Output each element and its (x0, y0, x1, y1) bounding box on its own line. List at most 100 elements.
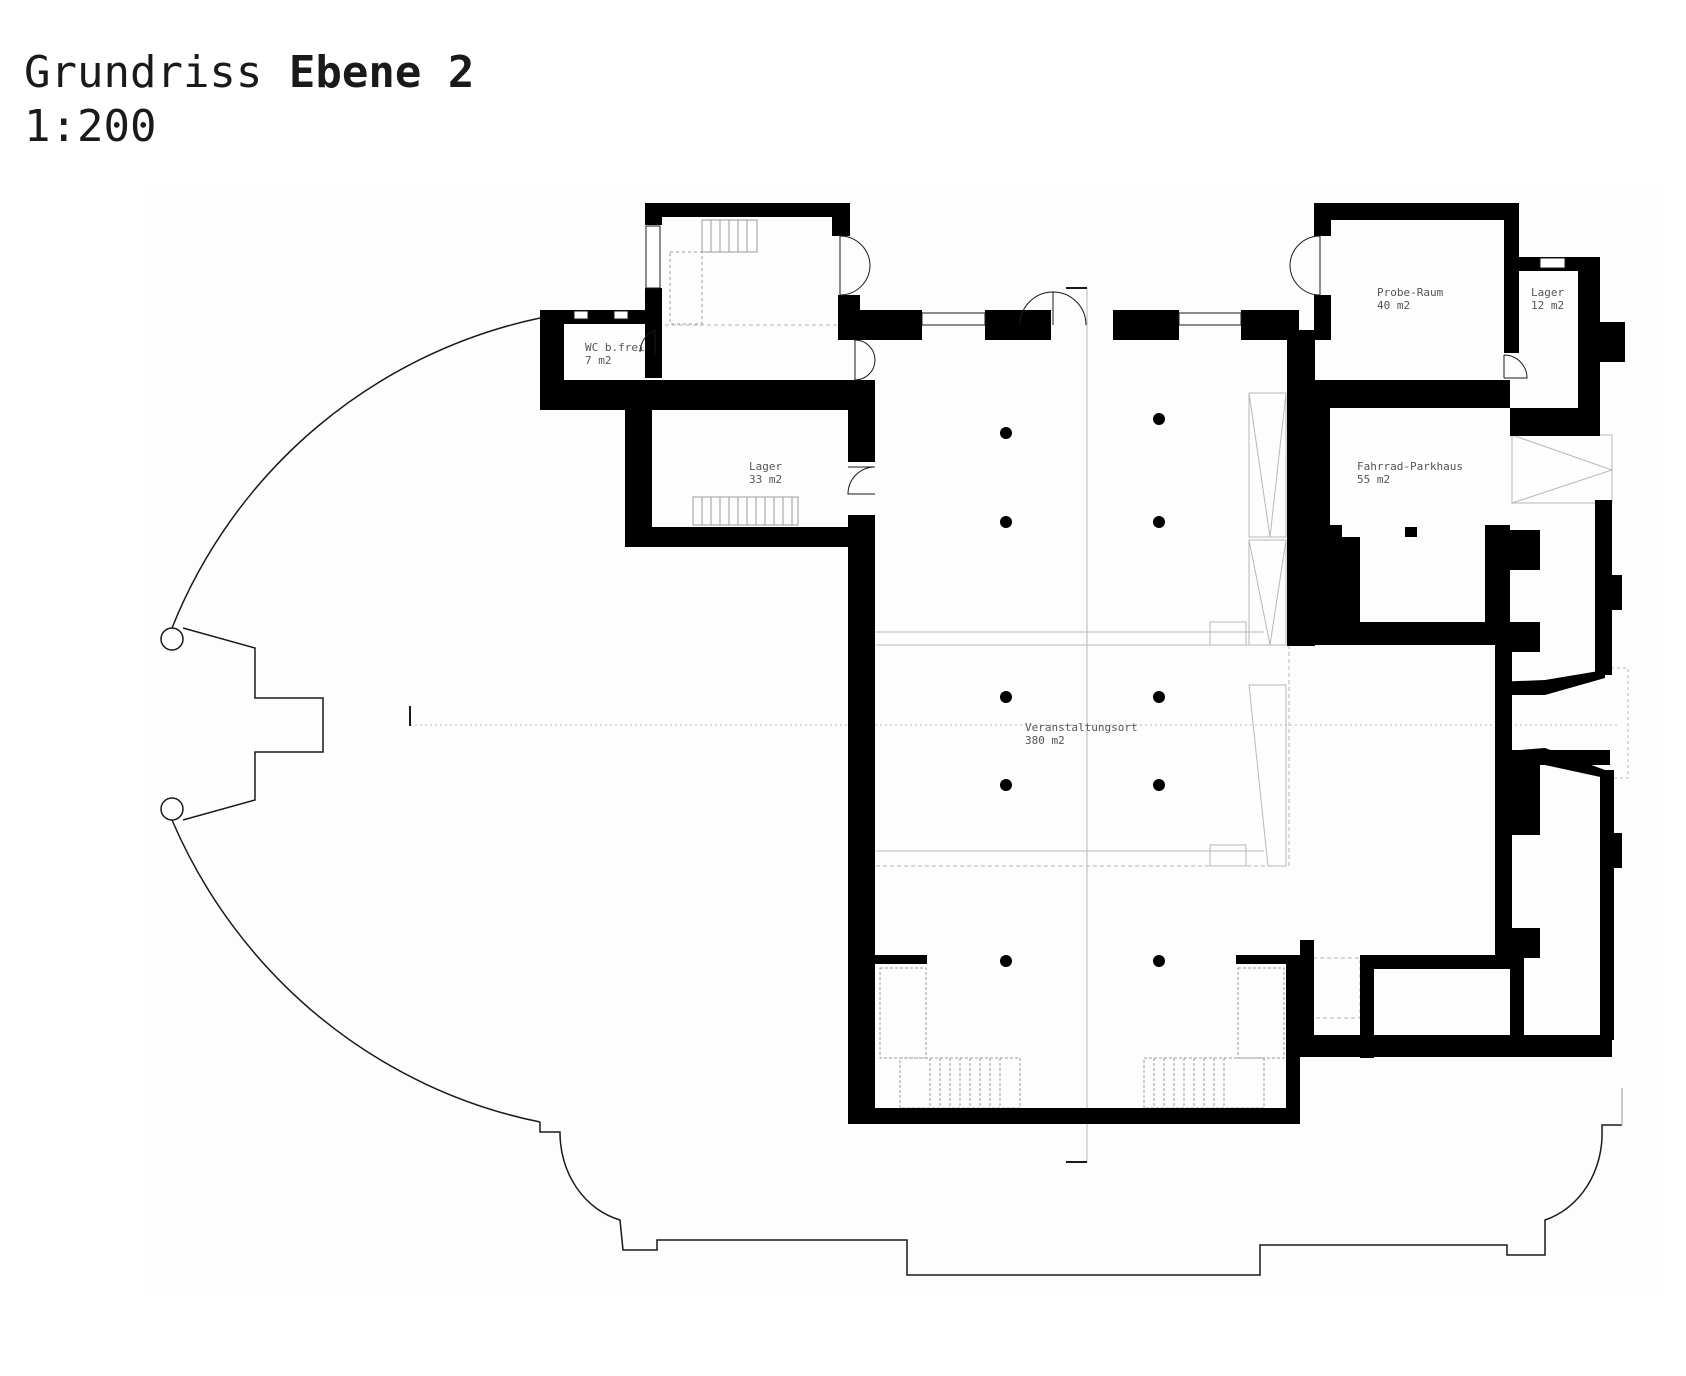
wall-right-diag-1 (1495, 670, 1605, 695)
column (1153, 779, 1165, 791)
wall-tower-top (645, 203, 850, 217)
room-area: 7 m2 (585, 354, 612, 367)
wall-probe-top (1314, 203, 1519, 220)
wall-hall-left-upper (848, 380, 875, 462)
room-name: Veranstaltungsort (1025, 721, 1138, 734)
wall-right-13 (1510, 955, 1524, 1040)
wall-lager12-bottom (1510, 408, 1600, 436)
plan-title-prefix: Grundriss (24, 47, 263, 98)
room-area: 55 m2 (1357, 473, 1390, 486)
wall-right-1 (1495, 530, 1540, 570)
column (1000, 427, 1012, 439)
window-wc-2 (613, 310, 629, 320)
door-lager12 (1503, 354, 1528, 379)
doors (639, 235, 1528, 495)
site-node-lower (160, 797, 184, 821)
wall-tower-right (832, 203, 850, 236)
column (1000, 779, 1012, 791)
plan-background (145, 185, 1665, 1295)
wall-stair-right-side (1286, 955, 1300, 1050)
site-bottom-edge (539, 1122, 1622, 1276)
site-arc-lower (171, 819, 541, 1123)
column (1000, 516, 1012, 528)
stair-lager (692, 496, 799, 526)
room-area: 40 m2 (1377, 299, 1410, 312)
stair-top-left (669, 219, 758, 325)
room-name: WC b.frei (585, 341, 645, 354)
column (1153, 691, 1165, 703)
columns (1000, 413, 1416, 967)
wall-probe-left-low (1314, 295, 1331, 340)
wall-right-16 (1360, 1018, 1374, 1058)
door-main-entry (1019, 291, 1087, 326)
column (1153, 955, 1165, 967)
ramp-lower (1248, 684, 1287, 867)
wall-facade-3 (1113, 310, 1179, 340)
column (1000, 955, 1012, 967)
room-name: Fahrrad-Parkhaus (1357, 460, 1463, 473)
site-entrance-bastion (182, 627, 324, 821)
ramp-upper-1 (1248, 392, 1287, 538)
window-top-1 (921, 312, 986, 326)
room-name: Lager (749, 460, 782, 473)
column-fahrrad (1407, 527, 1416, 537)
window-wc-1 (573, 310, 589, 320)
room-name: Probe-Raum (1377, 286, 1444, 299)
wall-right-3 (1605, 575, 1622, 610)
wall-right-7 (1600, 770, 1614, 1040)
plan-title-level: Ebene 2 (288, 47, 475, 98)
site-arc-upper (171, 317, 541, 629)
wall-probe-right (1504, 203, 1519, 353)
room-name: Lager (1531, 286, 1564, 299)
wall-fahrrad-top (1310, 380, 1510, 408)
wall-wc-bottom (540, 380, 875, 410)
wall-tower-left-low (645, 288, 662, 378)
door-lager33 (847, 466, 876, 495)
wall-right-11 (1360, 955, 1510, 969)
door-wc (639, 329, 656, 355)
wall-fahrrad-left (1310, 380, 1330, 645)
window-lager12 (1539, 257, 1566, 269)
site-outline (160, 317, 1623, 1276)
stair-stub-1 (1209, 621, 1247, 646)
wall-probe-left (1314, 203, 1331, 236)
window-tower (645, 225, 661, 289)
wall-hall-left (848, 515, 875, 1123)
column (1000, 691, 1012, 703)
door-probe-left (1289, 235, 1321, 296)
wall-lager12-right (1578, 257, 1600, 432)
wall-facade-2 (985, 310, 1051, 340)
wall-right-15 (1300, 940, 1314, 1057)
right-dashed-stair (1605, 667, 1629, 779)
room-area: 380 m2 (1025, 734, 1065, 747)
wall-right-2 (1595, 500, 1612, 675)
wall-stair-left-top (875, 955, 927, 964)
wall-right-diag-2 (1495, 748, 1605, 778)
wall-fahrrad-notch-3 (1485, 525, 1497, 537)
axis-lines (409, 287, 1620, 1163)
windows (573, 225, 1566, 326)
wall-lager33-left (625, 405, 652, 547)
room-area: 33 m2 (749, 473, 782, 486)
wall-right-6 (1500, 622, 1540, 652)
walls (540, 203, 1625, 1124)
ramp-upper-2 (1248, 539, 1287, 646)
wall-hall-bottom-right (1286, 1040, 1300, 1124)
wall-right-14 (1300, 1035, 1612, 1057)
wall-facade-1b (838, 295, 860, 315)
plan-title: Grundriss Ebene 2 (24, 46, 474, 100)
wall-lager33-bottom (625, 527, 875, 547)
column (1153, 516, 1165, 528)
door-tower-right (839, 235, 871, 296)
window-top-2 (1178, 312, 1242, 326)
wall-stair-right-top (1236, 955, 1300, 964)
room-area: 12 m2 (1531, 299, 1564, 312)
wall-fahrrad-notch-1 (1330, 525, 1342, 537)
